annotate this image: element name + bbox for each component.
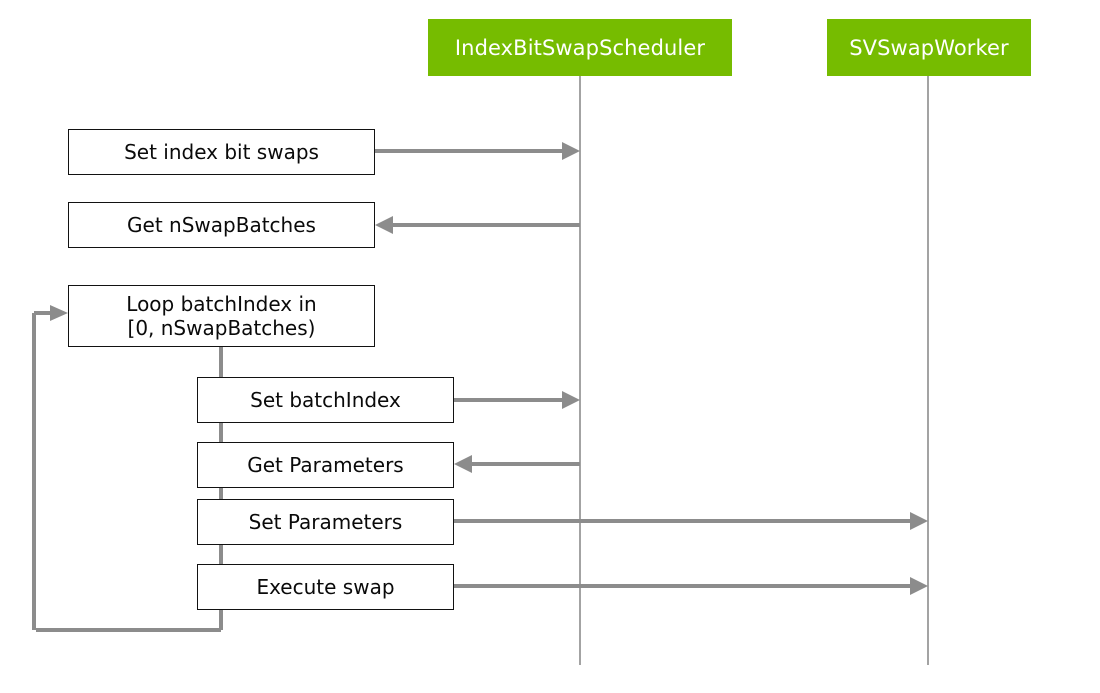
- message-label-get-parameters: Get Parameters: [247, 452, 404, 477]
- arrowhead-right-icon-set-batchindex: [562, 391, 580, 409]
- message-label-set-index-bit-swaps: Set index bit swaps: [124, 139, 319, 164]
- message-label-set-batchindex: Set batchIndex: [250, 387, 401, 412]
- arrowhead-right-icon-set-index-bit-swaps: [562, 142, 580, 160]
- arrowhead-left-icon-get-nswapbatches: [375, 216, 393, 234]
- arrowhead-right-icon-execute-swap: [910, 577, 928, 595]
- arrowhead-left-icon-get-parameters: [454, 455, 472, 473]
- message-label-get-nswapbatches: Get nSwapBatches: [127, 212, 316, 237]
- message-arrows: [375, 142, 928, 595]
- loop-path: [32, 305, 223, 632]
- message-label-execute-swap: Execute swap: [256, 574, 395, 599]
- participant-label-worker: SVSwapWorker: [849, 35, 1009, 60]
- message-box-get-nswapbatches[interactable]: Get nSwapBatches: [68, 202, 375, 248]
- message-box-set-batchindex[interactable]: Set batchIndex: [197, 377, 454, 423]
- message-box-loop-batchindex[interactable]: Loop batchIndex in [0, nSwapBatches): [68, 285, 375, 347]
- message-label-set-parameters: Set Parameters: [248, 509, 403, 534]
- lifelines: [579, 76, 929, 665]
- participant-header-worker[interactable]: SVSwapWorker: [827, 19, 1031, 76]
- loop-return-arrowhead-icon: [50, 305, 68, 321]
- arrowhead-right-icon-set-parameters: [910, 512, 928, 530]
- participant-label-scheduler: IndexBitSwapScheduler: [454, 35, 706, 60]
- message-box-set-parameters[interactable]: Set Parameters: [197, 499, 454, 545]
- message-box-execute-swap[interactable]: Execute swap: [197, 564, 454, 610]
- participant-header-scheduler[interactable]: IndexBitSwapScheduler: [428, 19, 732, 76]
- message-box-set-index-bit-swaps[interactable]: Set index bit swaps: [68, 129, 375, 175]
- message-box-get-parameters[interactable]: Get Parameters: [197, 442, 454, 488]
- message-label-loop-batchindex: Loop batchIndex in [0, nSwapBatches): [126, 291, 317, 340]
